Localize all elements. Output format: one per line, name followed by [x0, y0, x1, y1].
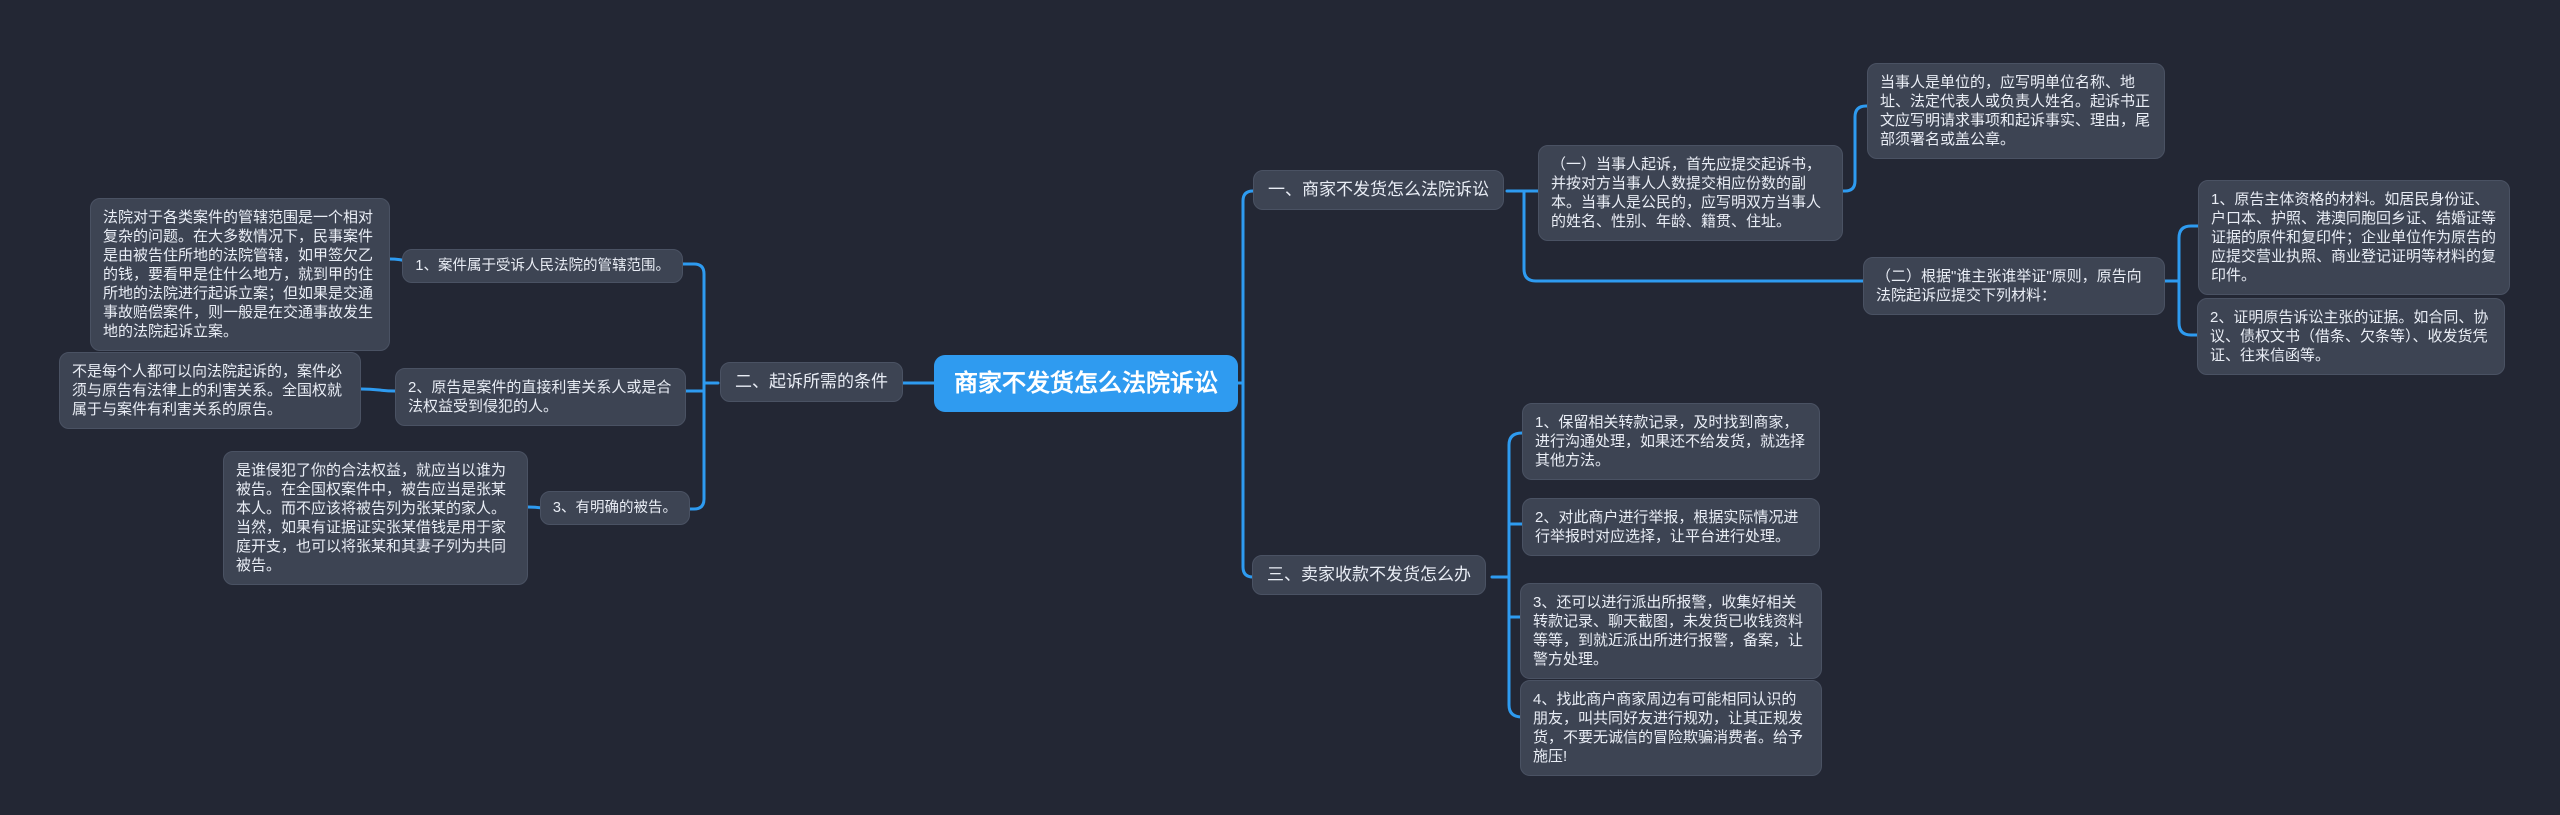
condition-item-3-node[interactable]: 3、有明确的被告。 [539, 491, 690, 525]
material-1-node[interactable]: 1、原告主体资格的材料。如居民身份证、户口本、护照、港澳同胞回乡证、结婚证等证据… [2198, 180, 2510, 295]
condition-item-1-node[interactable]: 1、案件属于受诉人民法院的管辖范围。 [402, 249, 683, 283]
connector-steps-bracket [1507, 431, 1524, 719]
connector-materials-bracket [2177, 224, 2200, 337]
seller-step-3-node[interactable]: 3、还可以进行派出所报警，收集好相关转款记录、聊天截图，未发货已收钱资料等等，到… [1520, 583, 1822, 679]
jurisdiction-note-node[interactable]: 法院对于各类案件的管辖范围是一个相对复杂的问题。在大多数情况下，民事案件是由被告… [90, 198, 390, 351]
connector-left-bracket [681, 262, 706, 511]
material-2-node[interactable]: 2、证明原告诉讼主张的证据。如合同、协议、债权文书（借条、欠条等）、收发货凭证、… [2197, 298, 2505, 375]
branch-lawsuit-node[interactable]: 一、商家不发货怎么法院诉讼 [1253, 170, 1504, 210]
unit-party-note-node[interactable]: 当事人是单位的，应写明单位名称、地址、法定代表人或负责人姓名。起诉书正文应写明请… [1867, 63, 2165, 159]
branch-conditions-node[interactable]: 二、起诉所需的条件 [720, 362, 903, 402]
connector-note2-to-item2 [359, 387, 397, 393]
seller-step-1-node[interactable]: 1、保留相关转款记录，及时找到商家，进行沟通处理，如果还不给发货，就选择其他方法… [1522, 403, 1820, 480]
lawsuit-sub2-node[interactable]: （二）根据"谁主张谁举证"原则，原告向法院起诉应提交下列材料： [1863, 257, 2165, 315]
lawsuit-sub1-node[interactable]: （一）当事人起诉，首先应提交起诉书，并按对方当事人人数提交相应份数的副本。当事人… [1538, 145, 1843, 241]
connector-sub1-to-note [1841, 104, 1870, 193]
center-topic-node[interactable]: 商家不发货怎么法院诉讼 [935, 356, 1237, 411]
seller-step-4-node[interactable]: 4、找此商户商家周边有可能相同认识的朋友，叫共同好友进行规劝，让其正规发货，不要… [1520, 680, 1822, 776]
defendant-note-node[interactable]: 是谁侵犯了你的合法权益，就应当以谁为被告。在全国权案件中，被告应当是张某本人。而… [223, 451, 528, 585]
seller-step-2-node[interactable]: 2、对此商户进行举报，根据实际情况进行举报时对应选择，让平台进行处理。 [1522, 498, 1820, 556]
connector-branch1-to-sub2 [1522, 189, 1865, 283]
connector-right-bracket [1241, 189, 1255, 579]
branch-seller-node[interactable]: 三、卖家收款不发货怎么办 [1252, 555, 1486, 595]
condition-item-2-node[interactable]: 2、原告是案件的直接利害关系人或是合法权益受到侵犯的人。 [395, 368, 686, 426]
plaintiff-note-node[interactable]: 不是每个人都可以向法院起诉的，案件必须与原告有法律上的利害关系。全国权就属于与案… [59, 352, 361, 429]
